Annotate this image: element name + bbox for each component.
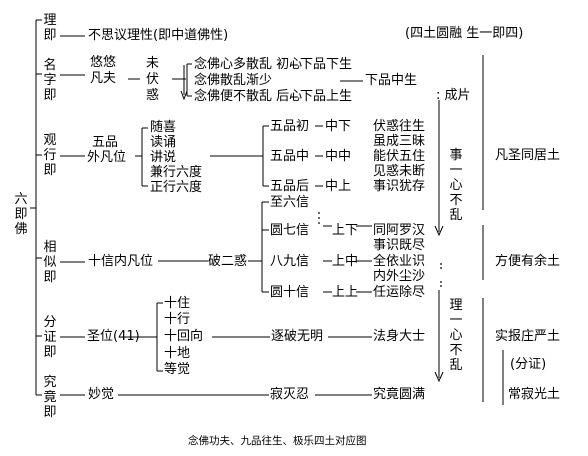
xiangsi-xin-2: 八九信 (270, 254, 310, 269)
mingzi-row-0: 念佛心多散乱 初心 (194, 57, 303, 72)
guanxing-effect-0: 伏惑往生 (373, 119, 426, 134)
xiangsi-effect-2: 全依业识 (373, 254, 426, 269)
mingzi-col2-2: 惑 (146, 88, 160, 103)
guanxing-item-1: 读诵 (150, 135, 177, 150)
chengpian-label: : 成片 (436, 88, 471, 103)
stage-li: 理即 (43, 13, 57, 43)
xiangsi-grade-2: 上上 (332, 285, 359, 300)
mingzi-row-2: 念佛便不散乱 后心 (194, 89, 303, 104)
mingzi-col1-1: 凡夫 (90, 71, 117, 86)
mingzi-col2-1: 伏 (146, 72, 160, 87)
jiujing-b: 寂灭忍 (270, 387, 310, 402)
fenzheng-item-3: 十地 (164, 346, 191, 361)
xiangsi-grade-1: 上中 (332, 254, 359, 269)
mingzi-col1-0: 悠悠 (90, 55, 117, 70)
guanxing-item-2: 讲说 (150, 150, 177, 165)
guanxing-item-4: 正行六度 (150, 180, 203, 195)
shi-yixin-buluan: 事一心不乱 (449, 148, 463, 223)
fenzheng-item-1: 十行 (164, 312, 191, 327)
xiangsi-label: 十信内凡位 (88, 254, 154, 269)
xiangsi-xin-1: 圆七信 (270, 223, 310, 238)
guanxing-grade-2: 中上 (325, 179, 352, 194)
mingzi-grade-0: 下品下生 (300, 57, 353, 72)
jiujing-a: 妙觉 (88, 387, 115, 402)
stage-fenzheng: 分证即 (43, 315, 57, 360)
stage-guanxing: 观行即 (43, 133, 57, 178)
caption: 念佛功夫、九品往生、极乐四土对应图 (188, 435, 367, 447)
xiangsi-grade-0: 上下 (332, 223, 359, 238)
guanxing-effect-3: 见惑未断 (373, 164, 426, 179)
stage-xiangsi: 相似即 (43, 240, 57, 285)
guanxing-item-3: 兼行六度 (150, 165, 203, 180)
root-label: 六即佛 (14, 192, 28, 237)
xiangsi-break: 破二惑 (208, 254, 248, 269)
xiangsi-xin-0: 至六信 (270, 195, 310, 210)
land-shibao-zhuangyan: 实报庄严土 (495, 329, 561, 344)
land-fansheng-tongju: 凡圣同居土 (495, 148, 561, 163)
fenzheng-note: (分证) (510, 357, 547, 372)
stage-jiujing: 究竟即 (43, 375, 57, 420)
xiangsi-effect-0: 同阿罗汉 (373, 223, 426, 238)
guanxing-label-1: 外凡位 (87, 150, 127, 165)
fenzheng-item-0: 十住 (164, 296, 191, 311)
guanxing-grade-0: 中下 (325, 119, 352, 134)
mingzi-row-1: 念佛散乱渐少 (194, 73, 273, 88)
land-fangbian-youyu: 方便有余土 (495, 254, 561, 269)
guanxing-grade-1: 中中 (325, 149, 352, 164)
fenzheng-result: 法身大士 (373, 329, 426, 344)
fenzheng-break: 逐破无明 (271, 329, 324, 344)
mingzi-col2-0: 未 (146, 56, 160, 71)
guanxing-effect-1: 虽成三昧 (373, 134, 426, 149)
guanxing-mid-0: 五品初 (270, 119, 310, 134)
guanxing-item-0: 随喜 (150, 120, 177, 135)
fenzheng-item-2: 十回向 (164, 329, 204, 344)
guanxing-effect-4: 事识犹存 (373, 179, 426, 194)
xiangsi-effect-4: 任运除尽 (373, 285, 426, 300)
fenzheng-item-4: 等觉 (164, 362, 191, 377)
top-note: (四土圆融 生一即四) (405, 26, 524, 41)
guanxing-mid-1: 五品中 (270, 149, 310, 164)
fenzheng-label: 圣位(41) (87, 329, 140, 344)
jiujing-c: 究竟圆满 (373, 387, 426, 402)
guanxing-label-0: 五品 (92, 135, 119, 150)
xiangsi-effect-1: 事识既尽 (373, 238, 426, 253)
xiangsi-xin-3: 圆十信 (270, 285, 310, 300)
xiangsi-effect-3: 内外尘沙 (373, 269, 426, 284)
guanxing-effect-2: 能伏五住 (373, 149, 426, 164)
li-text: 不思议理性(即中道佛性) (88, 28, 229, 43)
stage-mingzi: 名字即 (43, 58, 57, 103)
mingzi-grade-1: 下品中生 (365, 73, 418, 88)
land-changji-guang: 常寂光土 (508, 387, 561, 402)
guanxing-mid-2: 五品后 (270, 179, 310, 194)
mingzi-grade-2: 下品上生 (300, 89, 353, 104)
li-yixin-buluan: 理一心不乱 (449, 298, 463, 373)
